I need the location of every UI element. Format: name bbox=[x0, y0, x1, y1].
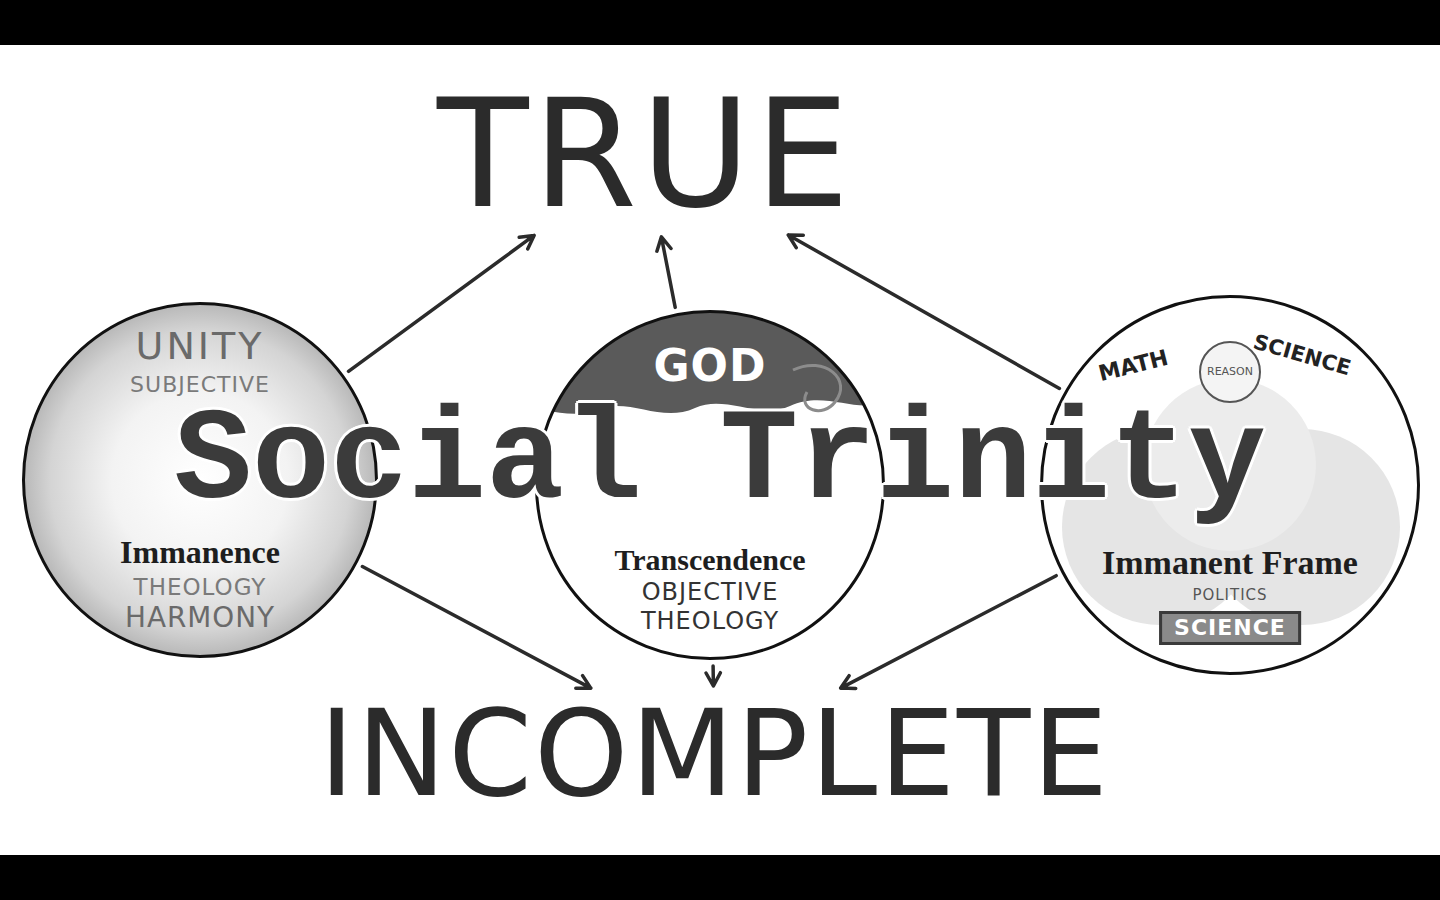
node-text: Transcendence bbox=[614, 542, 805, 577]
arrow-connector bbox=[706, 666, 720, 686]
node-text: UNITY bbox=[136, 324, 265, 368]
node-text: Immanence bbox=[120, 534, 280, 571]
node-text: THEOLOGY bbox=[134, 574, 267, 601]
arrow-connector bbox=[349, 235, 535, 371]
node-text: GOD bbox=[653, 340, 766, 391]
node-text: SUBJECTIVE bbox=[130, 372, 270, 398]
outcome-word: TRUE bbox=[433, 75, 857, 233]
overlay-title: Social Trinity bbox=[174, 398, 1266, 528]
outcome-word: INCOMPLETE bbox=[315, 690, 1114, 818]
top-bar bbox=[0, 0, 1440, 45]
node-text: Immanent Frame bbox=[1102, 543, 1358, 583]
node-text: INCOMPLETE bbox=[319, 694, 1110, 814]
bottom-bar bbox=[0, 855, 1440, 900]
node-text: HARMONY bbox=[125, 602, 275, 635]
node-text: OBJECTIVE THEOLOGY bbox=[635, 578, 785, 636]
node-text: POLITICS bbox=[1192, 587, 1267, 605]
plaque-keyword: SCIENCE bbox=[1159, 611, 1301, 645]
arrow-connector bbox=[657, 237, 675, 308]
arrow-connector bbox=[362, 567, 590, 689]
arrow-connector bbox=[841, 576, 1056, 689]
node-text: TRUE bbox=[437, 79, 853, 229]
